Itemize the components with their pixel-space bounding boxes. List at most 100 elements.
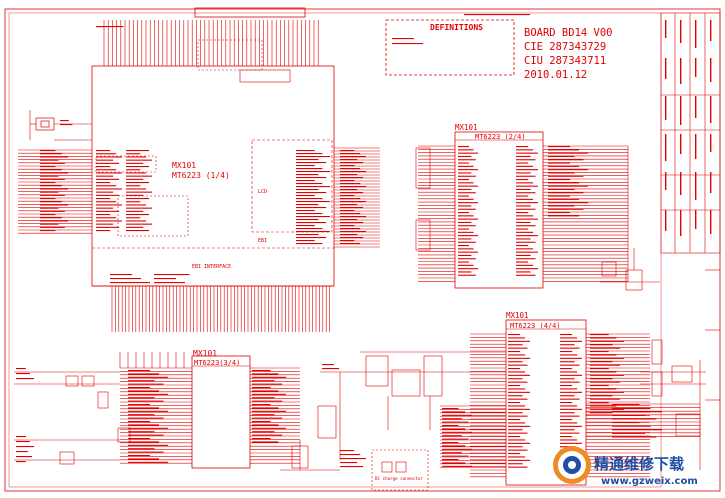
pin-label-glyphs [340,210,355,212]
pin-label-glyphs [340,153,361,155]
pin-label-glyphs [40,230,56,232]
pin-label-glyphs [560,432,580,434]
pin-label-glyphs [516,258,536,260]
pin-label-glyphs [560,422,578,424]
pin-label-glyphs [128,421,150,423]
title-column-glyphs [710,172,712,193]
pin-label-glyphs [516,162,529,164]
pin-label-glyphs [128,444,168,446]
pin-label-glyphs [458,152,478,154]
pin-label-glyphs [548,195,570,197]
pin-label-glyphs [560,436,573,438]
pin-label-glyphs [458,221,472,223]
pin-label-glyphs [40,185,62,187]
pin-label-glyphs [548,162,570,164]
pin-label-glyphs [128,424,159,426]
pin-label-glyphs [516,202,538,204]
component-box [117,195,189,237]
pin-label-glyphs [128,431,155,433]
pin-label-glyphs [126,230,150,232]
pin-label-glyphs [516,188,531,190]
component-box [197,39,263,71]
ebi-label: EBI [258,238,267,244]
pin-label-glyphs [458,251,478,253]
pin-label-glyphs [560,388,578,390]
pin-label-glyphs [126,166,150,168]
section-4-label: MX101 MT6223 (4/4) [506,311,561,330]
pin-label-glyphs [252,434,283,436]
pin-label-glyphs [508,429,523,431]
title-column-glyphs [665,20,667,38]
pin-label-glyphs [128,383,164,385]
dc-charge-box [371,449,429,491]
pin-label-glyphs [296,201,330,203]
pin-label-glyphs [110,274,132,276]
pin-label-glyphs [516,192,536,194]
pin-label-glyphs [590,395,613,397]
pin-label-glyphs [516,159,536,161]
pin-label-glyphs [16,368,26,370]
pin-label-glyphs [40,201,62,203]
pin-label-glyphs [126,172,147,174]
component-box [317,405,337,439]
pin-label-glyphs [252,376,286,378]
pin-label-glyphs [340,198,361,200]
pin-label-glyphs [590,357,624,359]
pin-label-glyphs [548,205,575,207]
watermark-url: www.gzweix.com [601,476,698,487]
pin-label-glyphs [96,230,111,232]
pin-label-glyphs [612,422,640,424]
pin-label-glyphs [560,408,582,410]
pin-label-glyphs [96,207,114,209]
pin-label-glyphs [296,231,330,233]
pin-label-glyphs [296,207,327,209]
component-box [365,355,389,387]
pin-label-glyphs [458,179,469,181]
pin-label-glyphs [590,381,621,383]
pin-label-glyphs [296,171,330,173]
section-3-box [191,355,251,469]
pin-label-glyphs [340,162,364,164]
pin-label-glyphs [340,186,366,188]
pin-label-glyphs [16,456,32,458]
pin-label-glyphs [516,251,538,253]
pin-label-glyphs [458,248,474,250]
pin-label-glyphs [548,215,579,217]
pin-label-glyphs [40,198,56,200]
pin-label-glyphs [296,198,323,200]
pin-label-glyphs [508,354,526,356]
component-box [391,369,421,397]
pin-label-glyphs [340,183,361,185]
pin-label-glyphs [60,124,73,126]
pin-label-glyphs [40,175,59,177]
pin-label-glyphs [128,434,164,436]
pin-label-glyphs [590,361,613,363]
lcd-label: LCD [258,189,267,195]
pin-label-glyphs [458,205,472,207]
pin-label-glyphs [340,156,366,158]
pin-label-glyphs [516,231,534,233]
pin-label-glyphs [96,153,117,155]
pin-label-glyphs [340,180,355,182]
pin-label-glyphs [340,454,361,456]
pin-label-glyphs [296,204,319,206]
title-column-glyphs [665,96,667,120]
pin-label-glyphs [442,445,466,447]
pin-label-glyphs [96,210,120,212]
pin-label-glyphs [126,226,144,228]
pin-label-glyphs [560,385,573,387]
pin-label-glyphs [96,175,114,177]
pin-label-glyphs [508,391,530,393]
pin-label-glyphs [458,188,472,190]
pin-label-glyphs [252,393,286,395]
site-watermark: 精通维修下载 www.gzweix.com [553,446,698,487]
pin-label-glyphs [16,451,28,453]
pin-label-glyphs [508,378,523,380]
section-1-box [91,65,335,287]
pin-label-glyphs [508,357,530,359]
pin-label-glyphs [126,178,144,180]
pin-label-glyphs [296,189,319,191]
pin-label-glyphs [126,207,152,209]
pin-label-glyphs [40,156,68,158]
pin-label-glyphs [516,271,531,273]
